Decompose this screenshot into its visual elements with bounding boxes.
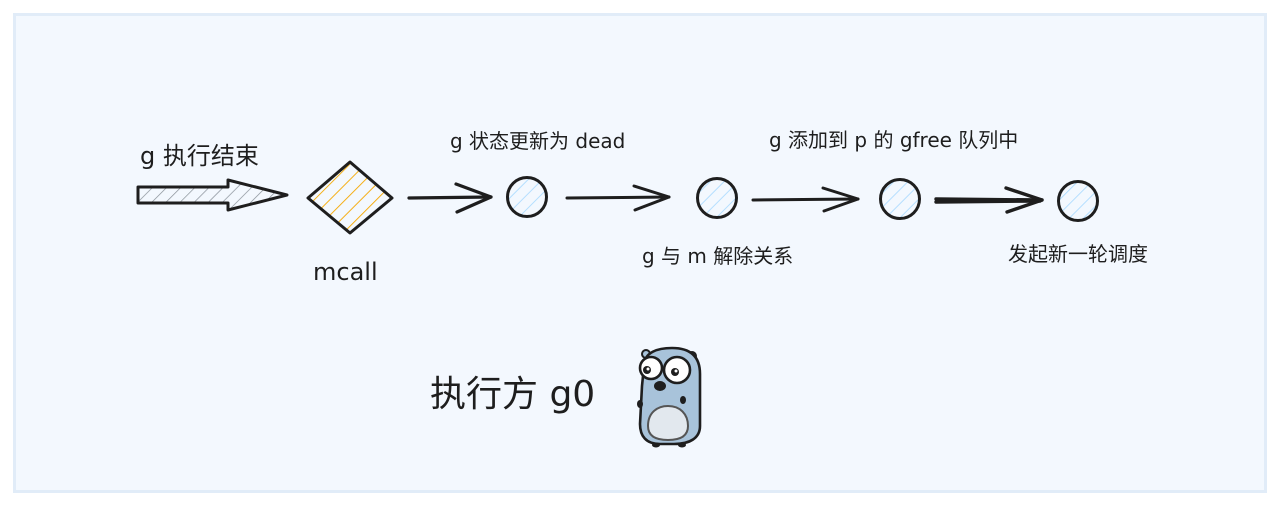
step3-circle-node (879, 178, 921, 220)
start-label: g 执行结束 (140, 142, 259, 170)
arrow-step2-to-step3 (751, 186, 860, 213)
step1-label: g 状态更新为 dead (450, 129, 626, 153)
step4-label: 发起新一轮调度 (1008, 242, 1148, 266)
step4-circle-node (1057, 180, 1099, 222)
arrow-mcall-to-step1 (407, 182, 493, 214)
step3-label: g 添加到 p 的 gfree 队列中 (769, 128, 1019, 152)
step2-circle-node (696, 177, 738, 219)
arrow-step1-to-step2 (565, 184, 671, 212)
gopher-mascot-icon (637, 346, 702, 448)
start-block-arrow (136, 178, 289, 212)
step2-label: g 与 m 解除关系 (642, 244, 794, 268)
executor-label: 执行方 g0 (430, 374, 596, 415)
step1-circle-node (506, 176, 548, 218)
mcall-label: mcall (313, 258, 378, 286)
mcall-diamond-node (306, 160, 394, 235)
arrow-step3-to-step4 (934, 186, 1044, 214)
